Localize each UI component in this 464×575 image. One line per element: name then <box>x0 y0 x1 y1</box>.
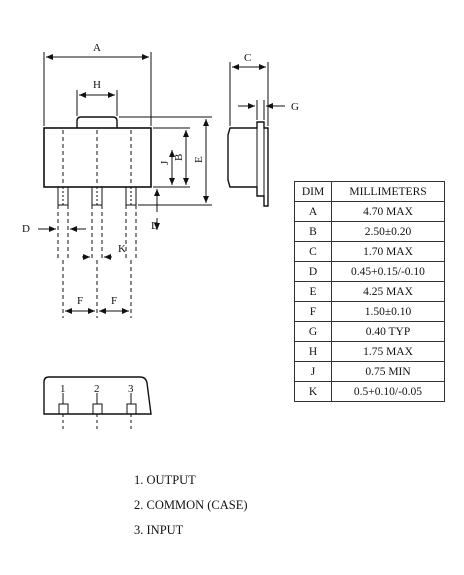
top-view-body <box>43 116 152 188</box>
value-cell: 1.50±0.10 <box>331 301 445 322</box>
dim-b <box>153 127 190 188</box>
dim-cell: A <box>294 201 332 222</box>
pin-number-2: 2 <box>94 383 100 395</box>
value-cell: 1.70 MAX <box>331 241 445 262</box>
dim-cell: G <box>294 321 332 342</box>
label-e: E <box>193 156 205 163</box>
label-a: A <box>93 42 101 54</box>
label-g: G <box>291 101 299 113</box>
dim-cell: E <box>294 281 332 302</box>
value-cell: 4.25 MAX <box>331 281 445 302</box>
pin-extension-lines <box>57 205 137 318</box>
value-cell: 2.50±0.20 <box>331 221 445 242</box>
value-cell: 0.75 MIN <box>331 361 445 382</box>
dim-cell: F <box>294 301 332 322</box>
legend-item-input: 3. INPUT <box>134 523 184 537</box>
header-dim: DIM <box>294 181 332 202</box>
label-k: K <box>118 243 126 255</box>
pin-number-1: 1 <box>60 383 66 395</box>
value-cell: 1.75 MAX <box>331 341 445 362</box>
value-cell: 4.70 MAX <box>331 201 445 222</box>
table-header-row: DIM MILLIMETERS <box>294 181 445 202</box>
dim-h <box>76 90 118 116</box>
label-f-1: F <box>77 295 83 307</box>
pin-legend: 1. OUTPUT 2. COMMON (CASE) 3. INPUT <box>134 468 248 543</box>
label-b: B <box>173 154 185 161</box>
pin-number-labels: 1 2 3 <box>60 383 134 395</box>
legend-item-common: 2. COMMON (CASE) <box>134 498 248 512</box>
legend-item-output: 1. OUTPUT <box>134 473 196 487</box>
dim-c <box>229 62 269 126</box>
top-view-pins <box>57 186 137 206</box>
label-d-left: D <box>22 223 30 235</box>
dim-cell: J <box>294 361 332 382</box>
end-view-body <box>43 376 152 430</box>
label-f-2: F <box>111 295 117 307</box>
value-cell: 0.5+0.10/-0.05 <box>331 381 445 402</box>
header-millimeters: MILLIMETERS <box>331 181 445 202</box>
dim-cell: H <box>294 341 332 362</box>
label-h: H <box>93 79 101 91</box>
dim-cell: K <box>294 381 332 402</box>
value-cell: 0.40 TYP <box>331 321 445 342</box>
pin-number-3: 3 <box>128 383 134 395</box>
dim-cell: C <box>294 241 332 262</box>
dim-e <box>119 116 212 206</box>
value-cell: 0.45+0.15/-0.10 <box>331 261 445 282</box>
label-c: C <box>244 52 251 64</box>
side-view-body <box>227 121 269 207</box>
dim-g <box>238 100 285 120</box>
dimension-letters: A H C G D D K F F E B J <box>22 42 299 307</box>
dim-cell: D <box>294 261 332 282</box>
label-d-right: D <box>151 220 159 232</box>
label-j: J <box>159 160 171 165</box>
dim-a <box>43 52 152 126</box>
dim-cell: B <box>294 221 332 242</box>
